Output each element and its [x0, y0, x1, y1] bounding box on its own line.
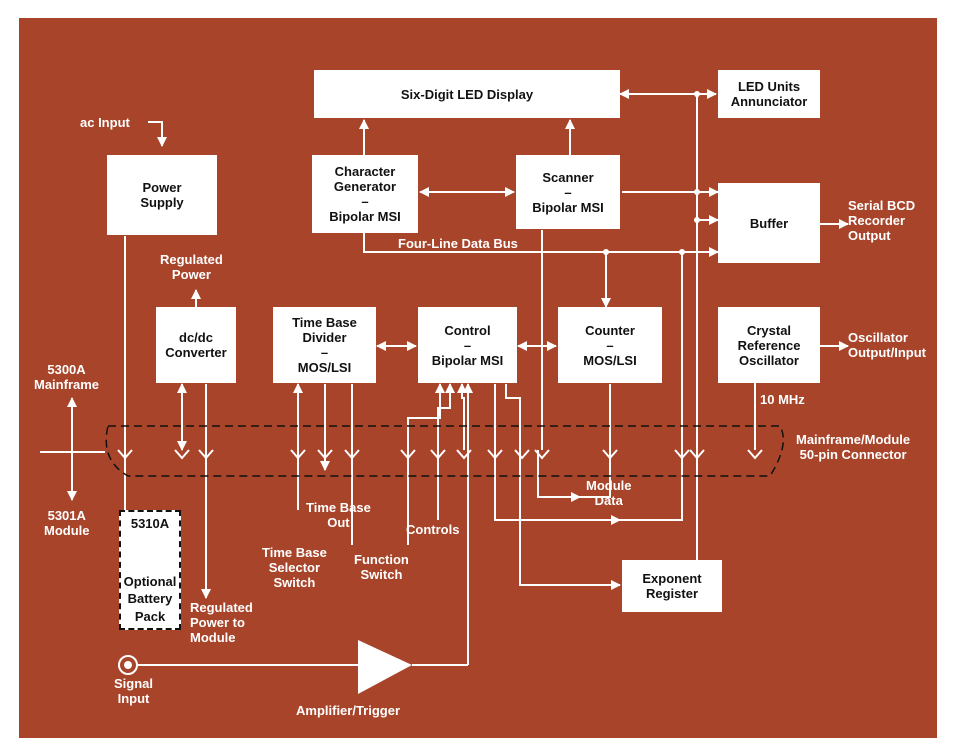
tb-selector-line-3: Switch	[273, 575, 316, 590]
battery-line-3: Battery	[127, 591, 173, 607]
module-line-2: Module	[44, 523, 90, 538]
char-gen-line-4: Bipolar MSI	[329, 209, 401, 224]
counter: Counter – MOS/LSI	[558, 307, 662, 383]
function-switch-label: Function Switch	[354, 552, 409, 582]
scanner-line-2: –	[564, 184, 572, 200]
osc-output-line-2: Output/Input	[848, 345, 926, 360]
reg-module-line-2: Power to	[190, 615, 245, 630]
exponent-line-1: Exponent	[642, 571, 702, 586]
amplifier-trigger-label: Amplifier/Trigger	[296, 703, 400, 718]
timebase-line-1: Time Base	[292, 315, 357, 330]
crystal-line-3: Oscillator	[739, 352, 799, 368]
module-line-1: 5301A	[47, 508, 86, 523]
serial-bcd-label: Serial BCD Recorder Output	[848, 198, 915, 243]
amplifier-text: Amplifier/Trigger	[296, 703, 401, 718]
tb-selector-line-2: Selector	[268, 560, 321, 575]
ac-input-label: ac Input	[80, 115, 130, 130]
six-digit-led-display: Six-Digit LED Display	[314, 70, 620, 118]
reg-module-line-3: Module	[190, 630, 236, 645]
power-supply-line-1: Power	[142, 180, 182, 195]
frequency-text: 10 MHz	[760, 392, 805, 407]
frequency-label: 10 MHz	[760, 392, 805, 407]
mainframe-line-2: Mainframe	[34, 377, 100, 392]
scanner-line-3: Bipolar MSI	[532, 199, 604, 215]
function-switch-line-2: Switch	[360, 567, 403, 582]
osc-output-line-1: Oscillator	[848, 330, 908, 345]
reg-module-line-1: Regulated	[190, 600, 253, 615]
mainframe-label: 5300A Mainframe	[34, 362, 99, 392]
control-line-2: –	[463, 337, 472, 353]
regulated-power-line-2: Power	[171, 267, 211, 282]
data-bus-text: Four-Line Data Bus	[398, 236, 518, 251]
annunciator-line-1: LED Units	[737, 79, 801, 94]
battery-line-4: Pack	[134, 608, 166, 624]
serial-bcd-line-2: Recorder	[848, 213, 906, 228]
function-switch-line-1: Function	[354, 552, 409, 567]
module-data-label: Module Data	[586, 478, 632, 508]
signal-input-label: Signal Input	[114, 676, 153, 706]
optional-battery-pack: 5310A Optional Battery Pack	[119, 510, 181, 630]
timebase-line-2: Divider	[302, 330, 347, 345]
char-gen-line-3: –	[361, 194, 369, 209]
module-label: 5301A Module	[44, 508, 90, 538]
regulated-power-module-label: Regulated Power to Module	[190, 600, 253, 645]
mainframe-line-1: 5300A	[47, 362, 86, 377]
serial-bcd-line-1: Serial BCD	[848, 198, 916, 213]
data-bus-label: Four-Line Data Bus	[398, 236, 518, 251]
oscillator-output-label: Oscillator Output/Input	[848, 330, 926, 360]
annunciator-line-2: Annunciator	[730, 94, 808, 109]
connector-line-1: Mainframe/Module	[796, 432, 911, 447]
crystal-line-1: Crystal	[746, 322, 792, 338]
battery-line-2: Optional	[123, 573, 177, 589]
signal-input-line-1: Signal	[114, 676, 154, 691]
regulated-power-label: Regulated Power	[160, 252, 223, 282]
module-data-line-2: Data	[594, 493, 623, 508]
scanner: Scanner – Bipolar MSI	[516, 155, 620, 229]
time-base-out-line-1: Time Base	[306, 500, 371, 515]
crystal-reference-oscillator: Crystal Reference Oscillator	[718, 307, 820, 383]
time-base-selector-label: Time Base Selector Switch	[262, 545, 327, 590]
crystal-line-2: Reference	[737, 337, 801, 353]
time-base-divider: Time Base Divider – MOS/LSI	[273, 307, 376, 383]
control: Control – Bipolar MSI	[418, 307, 517, 383]
dc-dc-converter: dc/dc Converter	[156, 307, 236, 383]
regulated-power-line-1: Regulated	[160, 252, 223, 267]
character-generator: Character Generator – Bipolar MSI	[312, 155, 418, 233]
dcdc-line-1: dc/dc	[179, 330, 213, 345]
exponent-register: Exponent Register	[622, 560, 722, 612]
buffer: Buffer	[718, 183, 820, 263]
battery-line-1: 5310A	[130, 516, 170, 531]
connector-line-2: 50-pin Connector	[799, 447, 907, 462]
tb-selector-line-1: Time Base	[262, 545, 327, 560]
scanner-line-1: Scanner	[542, 169, 594, 185]
controls-text: Controls	[406, 522, 460, 537]
buffer-label: Buffer	[749, 215, 789, 231]
power-supply: Power Supply	[107, 155, 217, 235]
counter-line-3: MOS/LSI	[583, 352, 637, 368]
time-base-out-line-2: Out	[327, 515, 350, 530]
module-data-line-1: Module	[586, 478, 632, 493]
char-gen-line-2: Generator	[333, 179, 397, 194]
control-line-1: Control	[444, 322, 491, 338]
counter-line-2: –	[606, 337, 614, 353]
serial-bcd-line-3: Output	[848, 228, 891, 243]
dcdc-line-2: Converter	[165, 345, 227, 360]
time-base-out-label: Time Base Out	[306, 500, 371, 530]
timebase-line-3: –	[320, 345, 329, 360]
connector-label: Mainframe/Module 50-pin Connector	[796, 432, 910, 462]
power-supply-line-2: Supply	[140, 195, 184, 210]
control-line-3: Bipolar MSI	[431, 352, 504, 368]
char-gen-line-1: Character	[334, 164, 396, 179]
ac-input-text: ac Input	[80, 115, 130, 130]
display-label: Six-Digit LED Display	[400, 86, 534, 102]
signal-input-line-2: Input	[117, 691, 150, 706]
exponent-line-2: Register	[645, 586, 699, 601]
led-units-annunciator: LED Units Annunciator	[718, 70, 820, 118]
timebase-line-4: MOS/LSI	[297, 360, 352, 375]
counter-line-1: Counter	[585, 322, 635, 338]
controls-label: Controls	[406, 522, 459, 537]
